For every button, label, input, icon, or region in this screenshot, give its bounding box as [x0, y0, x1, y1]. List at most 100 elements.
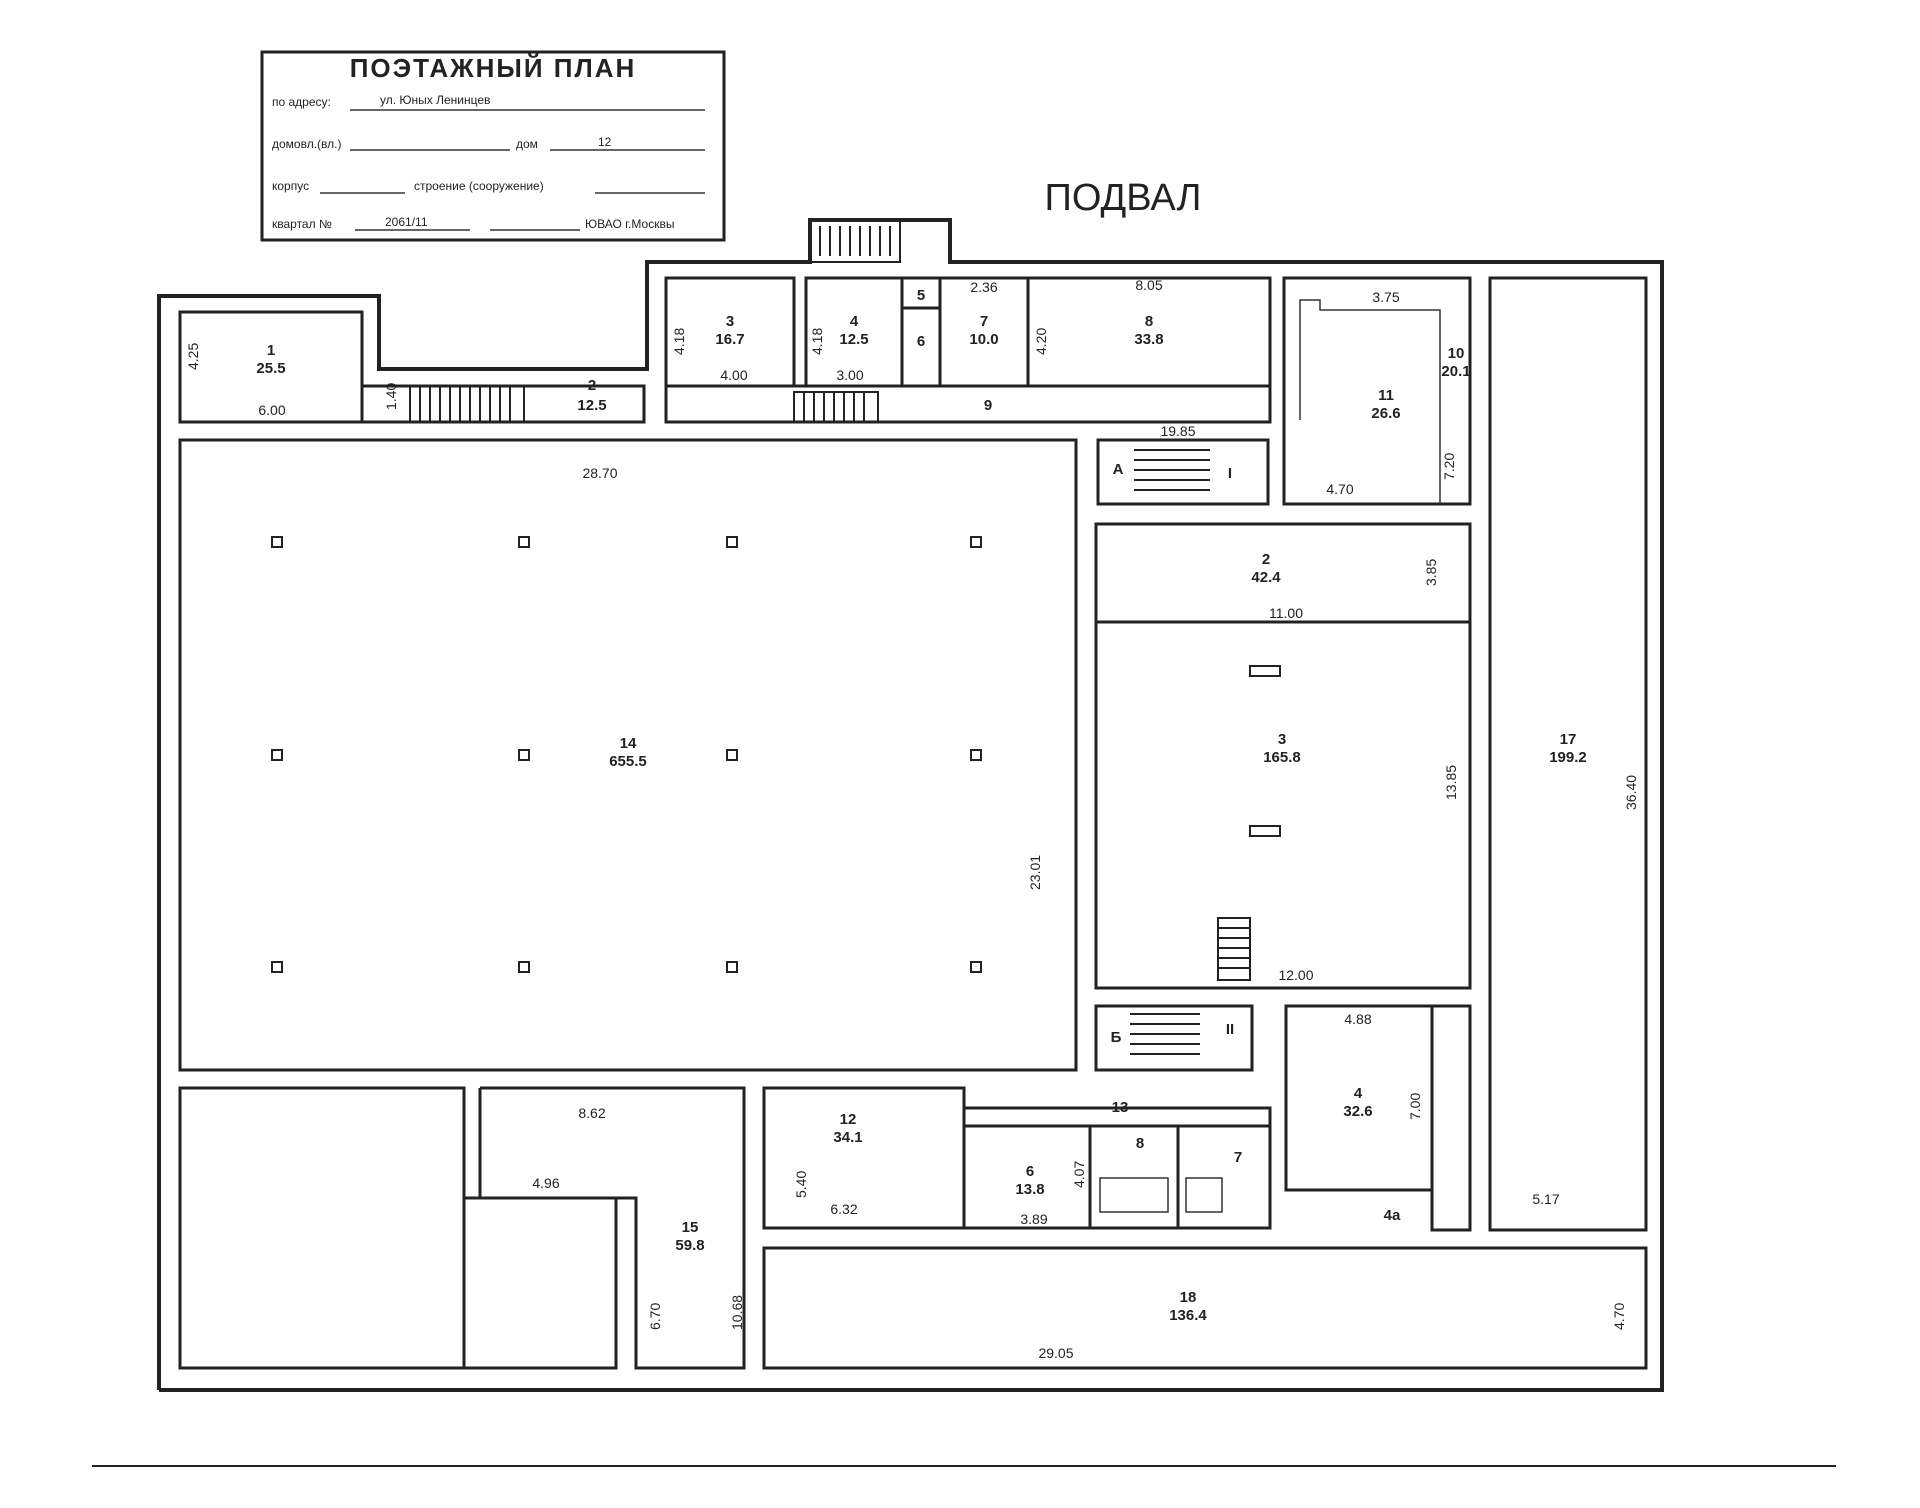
room-labels: 1 25.5 2 12.5 3 16.7 4 12.5 5 6 7 10.0 8…: [256, 287, 1586, 1324]
room-8-num: 8: [1145, 313, 1153, 330]
room-6-num: 6: [917, 333, 925, 350]
room-12: [762, 1086, 966, 1230]
dim: 4.07: [1071, 1161, 1087, 1188]
dim: 12.00: [1278, 967, 1313, 983]
room-7-lower-num: 7: [1234, 1149, 1242, 1166]
room-17-num: 17: [1560, 731, 1577, 748]
dim: 4.96: [532, 1175, 559, 1191]
dim: 2.36: [970, 279, 997, 295]
room-17: [1488, 276, 1648, 1232]
room-4-lower-area: 32.6: [1343, 1103, 1372, 1120]
room-1-area: 25.5: [256, 360, 285, 377]
stair-room-3: [1217, 917, 1251, 981]
room-8-lower-num: 8: [1136, 1135, 1144, 1152]
dim: 23.01: [1027, 855, 1043, 890]
room-14-hall: [178, 438, 1078, 1072]
room-9-num: 9: [984, 397, 992, 414]
room-18-area: 136.4: [1169, 1307, 1207, 1324]
dim: 11.00: [1269, 605, 1303, 621]
dim: 4.20: [1033, 328, 1049, 355]
dim: 5.17: [1532, 1191, 1559, 1207]
stamp-district: ЮВАО г.Москвы: [585, 217, 674, 231]
dim: 6.00: [258, 402, 285, 418]
dim: 8.05: [1135, 277, 1162, 293]
dim: 4.70: [1611, 1303, 1627, 1330]
title-stamp: ПОЭТАЖНЫЙ ПЛАН по адресу: ул. Юных Ленин…: [260, 50, 726, 242]
columns-hall-14: [271, 536, 982, 973]
stamp-korpus-label: корпус: [272, 179, 309, 193]
room-8-area: 33.8: [1134, 331, 1163, 348]
dim: 10.68: [729, 1295, 745, 1330]
dim: 19.85: [1160, 423, 1195, 439]
room-2-right-area: 42.4: [1251, 569, 1281, 586]
dimension-labels: 4.25 6.00 1.40 4.18 4.00 4.18 3.00 2.36 …: [185, 277, 1639, 1361]
dim: 6.70: [647, 1303, 663, 1330]
dim: 28.70: [582, 465, 617, 481]
room-3-right-area: 165.8: [1263, 749, 1301, 766]
stair-a-block: [1096, 438, 1270, 506]
stamp-title: ПОЭТАЖНЫЙ ПЛАН: [350, 53, 637, 83]
room-10-11-block: [1282, 276, 1472, 506]
dim: 36.40: [1623, 775, 1639, 810]
room-9-corridor: [664, 384, 1272, 424]
room-10-area: 20.1: [1441, 363, 1470, 380]
stamp-dom-value: 12: [598, 135, 612, 149]
room-18: [762, 1246, 1648, 1370]
room-6-lower-num: 6: [1026, 1163, 1034, 1180]
room-2-num: 2: [588, 377, 596, 394]
room-1-num: 1: [267, 342, 275, 359]
room-3-num: 3: [726, 313, 734, 330]
stair-b: [1130, 1013, 1200, 1055]
room-4-num: 4: [850, 313, 859, 330]
room-6-lower-area: 13.8: [1015, 1181, 1044, 1198]
stair-b-block: [1094, 1004, 1254, 1072]
room-7-num: 7: [980, 313, 988, 330]
room-bottom-left: [178, 1086, 466, 1370]
dim: 3.89: [1020, 1211, 1047, 1227]
room-3-right: [1094, 620, 1472, 990]
room-13-num: 13: [1112, 1099, 1129, 1116]
room-7-lower: [1176, 1124, 1272, 1230]
room-5-num: 5: [917, 287, 925, 304]
dim: 8.62: [578, 1105, 605, 1121]
dim: 4.18: [809, 328, 825, 355]
dim: 13.85: [1443, 765, 1459, 800]
room-4a: [1430, 1004, 1472, 1232]
stair-b-label: Б: [1111, 1029, 1122, 1046]
dim: 4.00: [720, 367, 747, 383]
stamp-kvartal-value: 2061/11: [385, 215, 428, 229]
stamp-address-label: по адресу:: [272, 95, 331, 109]
room-3-right-num: 3: [1278, 731, 1286, 748]
stair-i-label: I: [1228, 465, 1232, 482]
room-14-area: 655.5: [609, 753, 647, 770]
dim: 5.40: [793, 1171, 809, 1198]
stamp-domovl-label: домовл.(вл.): [272, 137, 341, 151]
stair-a: [1134, 449, 1210, 491]
dim: 3.00: [836, 367, 863, 383]
room-15-area: 59.8: [675, 1237, 704, 1254]
room-12-num: 12: [840, 1111, 857, 1128]
room-11-area: 26.6: [1371, 405, 1400, 422]
dim: 1.40: [383, 383, 399, 410]
stair-top-center: [809, 219, 901, 263]
dim: 3.85: [1423, 559, 1439, 586]
room-10-num: 10: [1448, 345, 1465, 362]
room-4a-num: 4а: [1384, 1207, 1401, 1224]
floor-title: ПОДВАЛ: [1045, 177, 1202, 219]
room-15: [478, 1086, 746, 1370]
room-14-num: 14: [620, 735, 637, 752]
stamp-address-value: ул. Юных Ленинцев: [380, 93, 490, 107]
dim: 7.00: [1407, 1093, 1423, 1120]
stair-corridor-9: [793, 391, 879, 423]
stamp-stroenie-label: строение (сооружение): [414, 179, 544, 193]
stamp-dom-label: дом: [516, 137, 538, 151]
room-3-area: 16.7: [715, 331, 744, 348]
room-7-area: 10.0: [969, 331, 998, 348]
room-18-num: 18: [1180, 1289, 1197, 1306]
room-4-area: 12.5: [839, 331, 868, 348]
room-4-lower-num: 4: [1354, 1085, 1363, 1102]
dim: 4.25: [185, 343, 201, 370]
dim: 4.70: [1326, 481, 1353, 497]
stair-ii-label: II: [1226, 1021, 1234, 1038]
